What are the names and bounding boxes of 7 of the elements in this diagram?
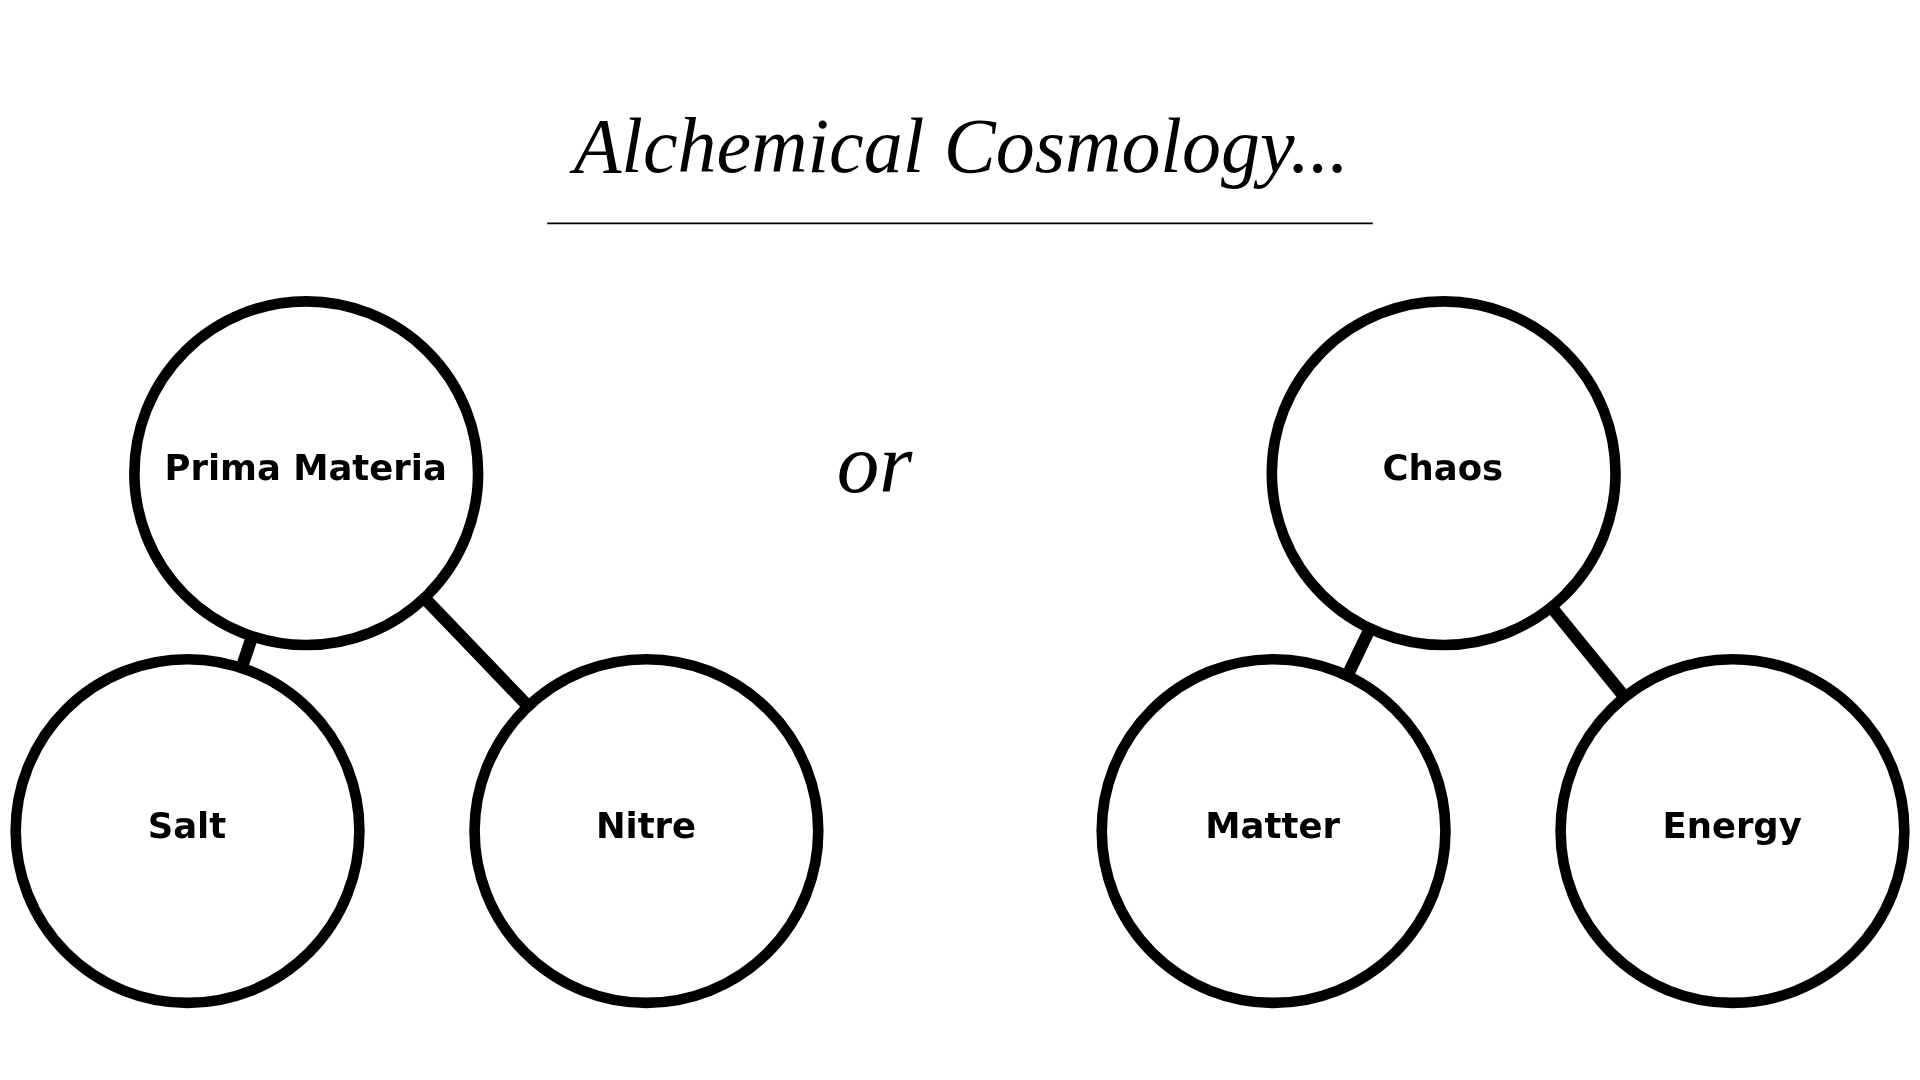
node-circle: Salt <box>10 653 365 1008</box>
node-circle: Chaos <box>1266 295 1621 650</box>
node-circle: Nitre <box>469 653 824 1008</box>
node-circle: Matter <box>1096 653 1451 1008</box>
node-circle: Prima Materia <box>129 295 484 650</box>
node-circle: Energy <box>1555 653 1910 1008</box>
label: or <box>836 415 913 510</box>
